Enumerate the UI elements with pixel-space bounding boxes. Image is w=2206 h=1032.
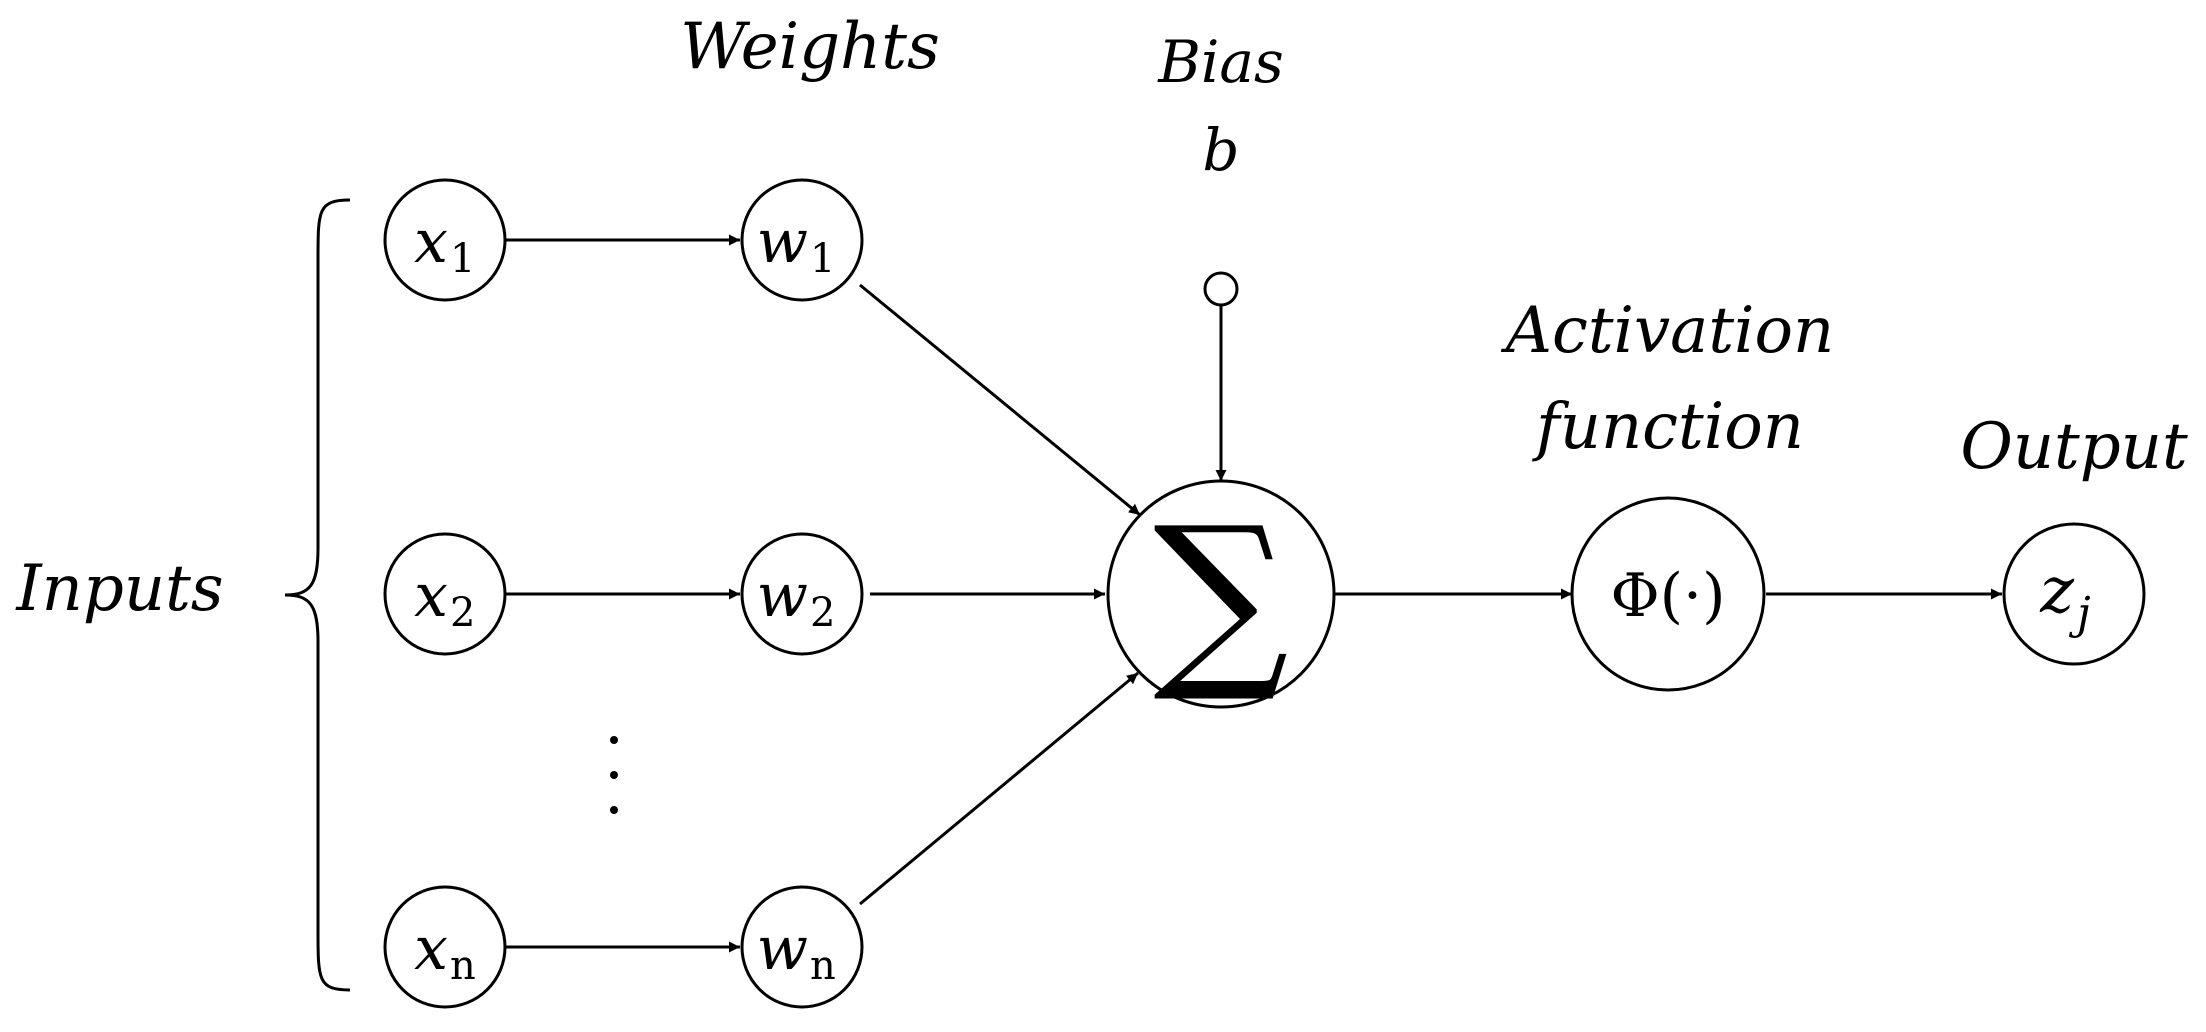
svg-text:w: w <box>757 914 808 984</box>
input-node-1: x 1 <box>383 178 507 302</box>
svg-text:x: x <box>414 914 448 984</box>
activation-node: Φ(·) <box>1570 496 1766 692</box>
weight-node-1: w 1 <box>740 178 864 302</box>
ellipsis-dots <box>610 736 618 814</box>
bias-symbol: b <box>1202 116 1239 184</box>
weights-label: Weights <box>680 10 940 84</box>
weight-node-2: w 2 <box>740 532 864 656</box>
edge-w1-sum <box>859 283 1141 517</box>
activation-label-line2: function <box>1532 390 1804 464</box>
svg-text:1: 1 <box>450 236 475 282</box>
input-node-n: x n <box>383 885 507 1009</box>
weight-node-n: w n <box>740 885 864 1009</box>
svg-text:n: n <box>450 943 476 989</box>
svg-text:2: 2 <box>450 590 475 636</box>
activation-symbol: Φ(·) <box>1610 561 1725 631</box>
output-label: Output <box>1960 410 2188 484</box>
svg-text:x: x <box>414 561 448 631</box>
inputs-brace <box>284 198 351 992</box>
svg-text:w: w <box>757 561 808 631</box>
svg-text:1: 1 <box>810 236 835 282</box>
summation-symbol: ∑ <box>1153 486 1289 707</box>
bias-terminal <box>1203 271 1239 307</box>
svg-text:z: z <box>2039 554 2075 628</box>
svg-text:x: x <box>414 207 448 277</box>
edge-wn-sum <box>859 671 1139 906</box>
input-node-2: x 2 <box>383 532 507 656</box>
activation-label-line1: Activation <box>1501 294 1835 368</box>
svg-text:2: 2 <box>810 590 835 636</box>
svg-text:n: n <box>810 943 836 989</box>
inputs-label: Inputs <box>15 552 223 626</box>
bias-label: Bias <box>1157 28 1284 96</box>
output-node: z j <box>2002 522 2146 666</box>
summation-node: ∑ <box>1106 479 1336 709</box>
svg-text:w: w <box>757 207 808 277</box>
